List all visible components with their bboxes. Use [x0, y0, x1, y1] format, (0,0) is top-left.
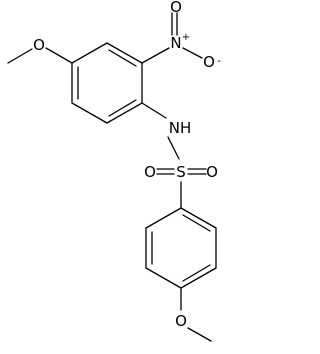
bond-ring1-a — [71, 42, 108, 64]
bond-o-top-ring — [45, 47, 73, 64]
bond-ring1-double-2 — [108, 99, 137, 117]
bond-ring2-f — [145, 207, 182, 229]
bond-ring2-double-1 — [182, 214, 211, 232]
bond-methyl-o-top — [7, 48, 33, 64]
atom-n-nitro: N — [170, 34, 181, 52]
atom-o-sulfonyl-right: O — [206, 163, 218, 181]
bond-ring1-d — [106, 102, 143, 124]
bond-ring-nitro — [141, 47, 170, 64]
bond-ring2-double-2 — [182, 264, 211, 282]
atom-n-charge: + — [182, 32, 190, 43]
bond-ring2-a — [180, 207, 217, 229]
bond-ring-nh — [141, 102, 167, 119]
atom-o-nitro-right: O — [203, 53, 215, 71]
atom-nh: NH — [169, 119, 192, 137]
atom-s: S — [176, 163, 186, 181]
atom-o-nitro-top: O — [170, 0, 182, 16]
bond-n-o-single — [182, 47, 203, 59]
molecule-structure: O N + O O - NH S O O O — [7, 0, 221, 342]
bond-ring2-c — [180, 267, 217, 289]
bond-o-bottom-methyl — [187, 327, 212, 342]
bond-ring2-d — [145, 267, 182, 289]
atom-o-sulfonyl-left: O — [144, 163, 156, 181]
atom-o-top-methoxy: O — [33, 36, 45, 54]
bond-ring1-double-1 — [108, 49, 137, 67]
atom-o-bottom-methoxy: O — [175, 312, 187, 330]
bond-ring1-b — [106, 42, 143, 64]
bond-ring1-e — [71, 102, 108, 124]
atom-o-nitro-charge: - — [217, 56, 221, 67]
bond-nh-s — [167, 136, 180, 160]
